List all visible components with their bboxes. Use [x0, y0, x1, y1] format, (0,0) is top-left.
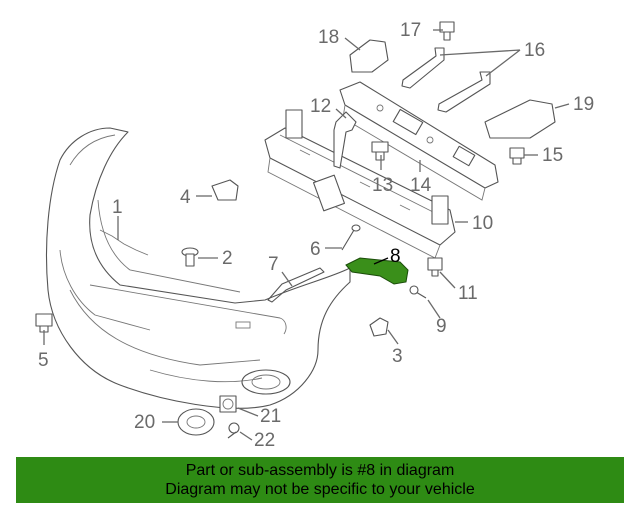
callout-1: 1	[112, 197, 123, 218]
callout-2: 2	[222, 248, 233, 269]
callout-4: 4	[180, 187, 191, 208]
callout-3: 3	[392, 346, 403, 367]
highlighted-part-8	[345, 257, 409, 285]
callout-19: 19	[573, 94, 594, 115]
upper-tie-bar	[339, 81, 499, 201]
bracket-12	[333, 111, 357, 169]
bracket-18	[349, 39, 389, 73]
fog-lamp-21	[219, 395, 237, 413]
bracket-19	[484, 99, 556, 139]
clip-2	[181, 247, 199, 267]
banner-line-1: Part or sub-assembly is #8 in diagram	[185, 462, 455, 479]
callout-14: 14	[410, 175, 432, 196]
fastener-15	[509, 147, 525, 165]
callout-8: 8	[390, 246, 401, 267]
bracket-4	[211, 179, 239, 201]
callout-9: 9	[436, 316, 447, 337]
callout-5: 5	[38, 350, 49, 371]
bumper-cover	[45, 127, 351, 409]
fog-bezel-20	[177, 408, 215, 436]
callout-18: 18	[318, 27, 339, 48]
screw-9	[409, 285, 427, 299]
support-brackets	[401, 47, 491, 113]
callout-21: 21	[260, 406, 281, 427]
leader-lines	[43, 29, 570, 441]
callout-11: 11	[458, 283, 478, 304]
callout-17: 17	[400, 20, 421, 41]
callout-10: 10	[472, 213, 493, 234]
callout-12: 12	[310, 96, 331, 117]
reinforcement-beam	[264, 109, 456, 259]
fastener-17	[439, 21, 455, 41]
callout-labels: 18 17 16 19 12 15 13 14 4 1 10 6 8 2 7 1…	[38, 20, 594, 451]
bolt-6	[341, 224, 361, 251]
fastener-11	[427, 257, 443, 277]
callout-7: 7	[268, 254, 279, 275]
banner-line-2: Diagram may not be specific to your vehi…	[165, 481, 475, 498]
callout-15: 15	[542, 145, 563, 166]
screw-22	[227, 422, 240, 439]
info-banner: Part or sub-assembly is #8 in diagram Di…	[16, 457, 624, 503]
fastener-5	[35, 313, 53, 333]
callout-6: 6	[310, 239, 321, 260]
fastener-13	[371, 141, 389, 161]
callout-22: 22	[254, 430, 275, 451]
strip-7	[267, 267, 325, 303]
clip-3	[369, 317, 389, 337]
parts-diagram: 18 17 16 19 12 15 13 14 4 1 10 6 8 2 7 1…	[35, 20, 594, 451]
callout-13: 13	[372, 175, 393, 196]
callout-16: 16	[524, 40, 545, 61]
callout-20: 20	[134, 412, 155, 433]
